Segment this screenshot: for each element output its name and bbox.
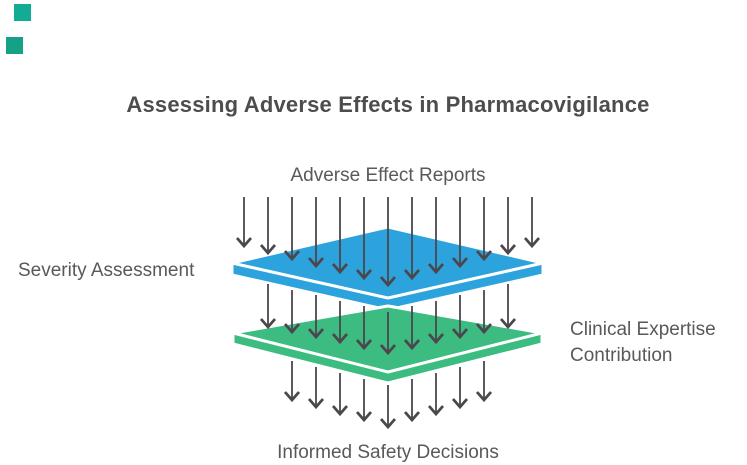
arrows-middle-section — [259, 284, 517, 356]
flow-arrows — [235, 197, 541, 430]
label-informed-safety-decisions: Informed Safety Decisions — [277, 442, 499, 463]
corner-square-icon — [14, 4, 31, 21]
page-title: Assessing Adverse Effects in Pharmacovig… — [126, 92, 650, 117]
label-severity-assessment: Severity Assessment — [18, 260, 195, 281]
corner-square-icon — [6, 37, 23, 54]
label-adverse-effect-reports: Adverse Effect Reports — [290, 165, 486, 186]
arrows-top-section — [235, 197, 541, 288]
label-clinical-expertise-contribution: Clinical Expertise Contribution — [570, 319, 716, 366]
arrows-bottom-section — [283, 361, 493, 430]
